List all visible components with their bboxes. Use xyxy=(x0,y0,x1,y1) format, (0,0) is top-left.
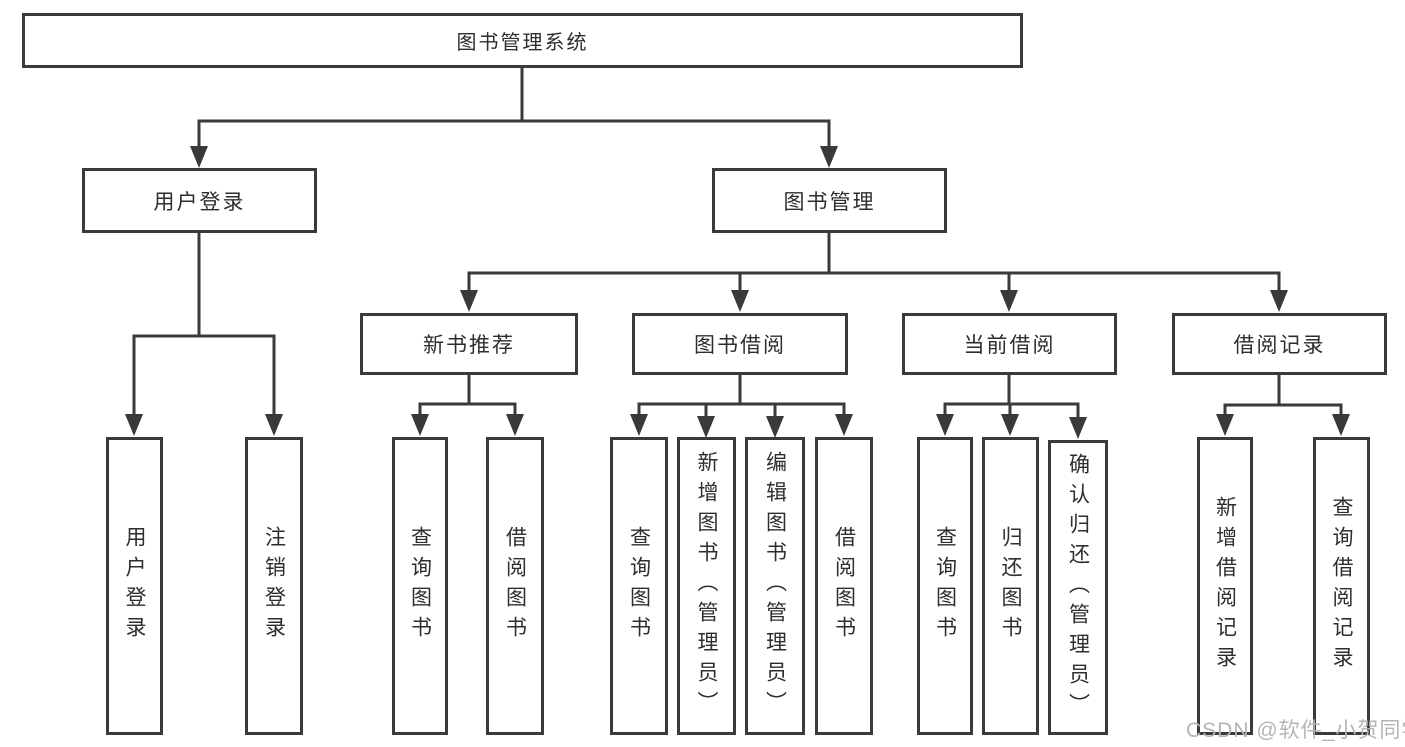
arrowhead xyxy=(936,414,954,436)
connector-user-login-branch xyxy=(125,233,283,436)
leaf-query-borrow-record: 查询借阅记录 xyxy=(1313,437,1370,735)
leaf-label: 查询借阅记录 xyxy=(1330,496,1353,676)
leaf-borrow-books-borrowing: 借阅图书 xyxy=(815,437,873,735)
connector-current-borrow-branch xyxy=(936,375,1087,439)
leaf-return-books: 归还图书 xyxy=(982,437,1039,735)
node-label: 用户登录 xyxy=(153,190,246,214)
arrowhead xyxy=(835,414,853,436)
node-book-management: 图书管理 xyxy=(712,168,947,233)
arrowhead xyxy=(731,290,749,312)
arrowhead xyxy=(697,416,715,438)
leaf-edit-books-admin: 编辑图书（管理员） xyxy=(745,437,805,735)
node-user-login: 用户登录 xyxy=(82,168,317,233)
leaf-confirm-return-admin: 确认归还（管理员） xyxy=(1048,440,1108,735)
node-new-book-recommendation: 新书推荐 xyxy=(360,313,578,375)
arrowhead xyxy=(1216,414,1234,436)
arrowhead xyxy=(411,414,429,436)
leaf-label: 新增图书（管理员） xyxy=(695,451,718,721)
arrowhead xyxy=(820,146,838,168)
arrowhead xyxy=(506,414,524,436)
arrowhead xyxy=(265,414,283,436)
node-book-borrowing: 图书借阅 xyxy=(632,313,848,375)
arrowhead xyxy=(1069,417,1087,439)
node-borrowing-records: 借阅记录 xyxy=(1172,313,1387,375)
leaf-query-books-borrowing: 查询图书 xyxy=(610,437,668,735)
node-label: 当前借阅 xyxy=(963,334,1056,357)
leaf-label: 编辑图书（管理员） xyxy=(763,451,787,721)
leaf-label: 归还图书 xyxy=(999,526,1022,646)
connector-new-book-branch xyxy=(411,375,524,436)
leaf-user-login: 用户登录 xyxy=(106,437,163,735)
leaf-label: 借阅图书 xyxy=(503,526,527,646)
arrowhead xyxy=(630,414,648,436)
leaf-label: 查询图书 xyxy=(627,526,651,646)
leaf-label: 确认归还（管理员） xyxy=(1066,452,1090,723)
node-label: 图书管理系统 xyxy=(456,32,589,54)
connector-book-borrow-branch xyxy=(630,375,853,438)
leaf-query-books-recommend: 查询图书 xyxy=(392,437,448,735)
leaf-label: 查询图书 xyxy=(408,526,432,646)
node-label: 图书借阅 xyxy=(694,334,786,357)
node-current-borrowing: 当前借阅 xyxy=(902,313,1117,375)
arrowhead xyxy=(1000,290,1018,312)
node-label: 新书推荐 xyxy=(423,334,515,357)
node-label: 图书管理 xyxy=(783,190,876,214)
arrowhead xyxy=(460,290,478,312)
leaf-label: 查询图书 xyxy=(933,526,957,646)
leaf-label: 用户登录 xyxy=(123,526,146,646)
arrowhead xyxy=(766,416,784,438)
connector-borrow-records-branch xyxy=(1216,375,1350,436)
leaf-label: 新增借阅记录 xyxy=(1213,496,1237,676)
arrowhead xyxy=(1270,290,1288,312)
leaf-borrow-books-recommend: 借阅图书 xyxy=(486,437,544,735)
node-label: 借阅记录 xyxy=(1233,334,1326,357)
arrowhead xyxy=(1001,414,1019,436)
leaf-label: 借阅图书 xyxy=(832,526,856,646)
arrowhead xyxy=(1332,414,1350,436)
node-library-management-system: 图书管理系统 xyxy=(22,13,1023,68)
leaf-add-borrow-record: 新增借阅记录 xyxy=(1197,437,1253,735)
csdn-watermark: CSDN @软件_小贺同学 xyxy=(1186,719,1405,742)
leaf-logout: 注销登录 xyxy=(245,437,303,735)
leaf-query-books-current: 查询图书 xyxy=(917,437,973,735)
arrowhead xyxy=(190,146,208,168)
leaf-label: 注销登录 xyxy=(262,526,286,646)
leaf-add-books-admin: 新增图书（管理员） xyxy=(677,437,736,735)
connector-book-management-branch xyxy=(460,233,1288,312)
connector-root-to-level2 xyxy=(190,68,838,168)
arrowhead xyxy=(125,414,143,436)
